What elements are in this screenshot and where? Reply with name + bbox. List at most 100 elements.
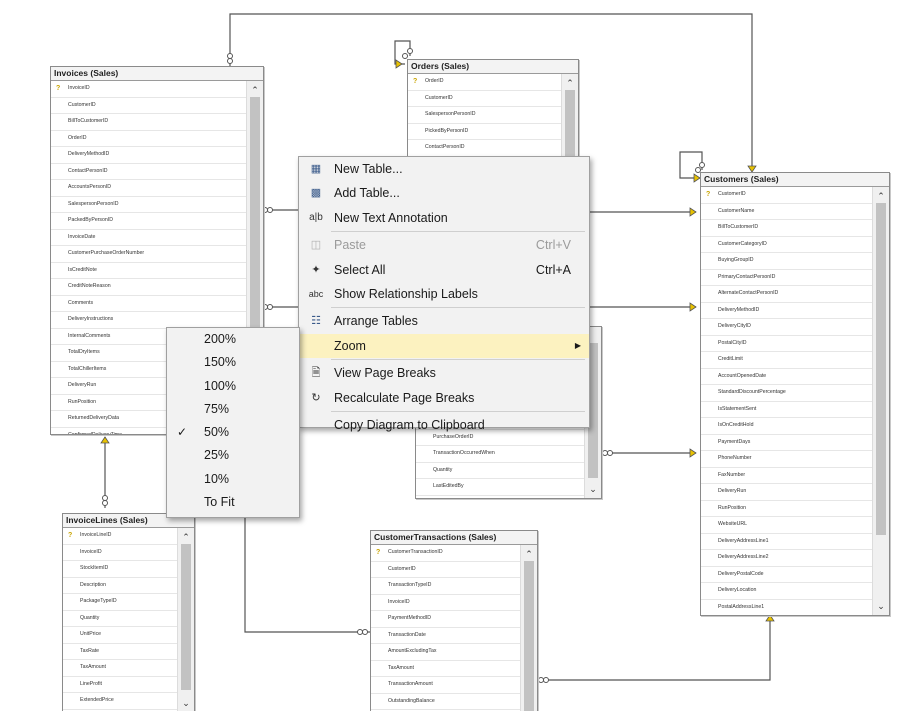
table-row[interactable]: DeliveryPostalCode <box>701 567 873 583</box>
zoom-option[interactable]: 100% <box>167 375 299 398</box>
table-scrollbar[interactable]: ⌃ <box>520 545 537 711</box>
scroll-up-icon[interactable]: ⌃ <box>877 191 885 201</box>
table-row[interactable]: BuyingGroupID <box>701 253 873 270</box>
table-row[interactable]: TotalDryItems <box>51 345 247 362</box>
scroll-thumb[interactable] <box>876 203 886 535</box>
table-row[interactable]: ConfirmedDeliveryTime <box>51 428 247 435</box>
scroll-thumb[interactable] <box>524 561 534 711</box>
table-row[interactable]: DeliveryRun <box>701 484 873 501</box>
table-scrollbar[interactable]: ⌃ ⌄ <box>177 528 194 711</box>
table-row[interactable]: CustomerID <box>371 562 521 578</box>
table-row[interactable]: SalespersonPersonID <box>408 107 562 124</box>
scroll-up-icon[interactable]: ⌃ <box>251 85 259 95</box>
table-row[interactable]: TotalChillerItems <box>51 362 247 378</box>
table-row[interactable]: CreditNoteReason <box>51 279 247 296</box>
table-row[interactable]: OutstandingBalance <box>371 694 521 710</box>
table-row[interactable]: TaxAmount <box>371 661 521 677</box>
table-row[interactable]: DeliveryRun <box>51 378 247 395</box>
table-row[interactable]: DeliveryAddressLine1 <box>701 534 873 550</box>
table-row[interactable]: PostalAddressLine1 <box>701 600 873 616</box>
zoom-submenu[interactable]: 200%150%100%75%✓50%25%10%To Fit <box>166 327 300 518</box>
table-row[interactable]: TransactionAmount <box>371 677 521 694</box>
table-row[interactable]: TransactionOccurredWhen <box>416 446 585 463</box>
table-row[interactable]: ExtendedPrice <box>63 693 178 710</box>
table-row[interactable]: Comments <box>51 296 247 312</box>
scroll-up-icon[interactable]: ⌃ <box>182 532 190 542</box>
table-row[interactable]: IsOnCreditHold <box>701 418 873 435</box>
table-row[interactable]: OrderID <box>51 131 247 147</box>
zoom-option[interactable]: 10% <box>167 468 299 491</box>
table-row[interactable]: InvoiceID <box>63 545 178 561</box>
menu-new-text-annotation[interactable]: a|b New Text Annotation <box>299 206 589 230</box>
menu-add-table[interactable]: ▩ Add Table... <box>299 181 589 205</box>
zoom-option[interactable]: 25% <box>167 444 299 467</box>
scroll-down-icon[interactable]: ⌄ <box>877 601 885 611</box>
table-row[interactable]: DeliveryCityID <box>701 319 873 336</box>
zoom-option[interactable]: 200% <box>167 328 299 351</box>
table-row[interactable]: IsStatementSent <box>701 402 873 418</box>
table-row[interactable]: AccountsPersonID <box>51 180 247 197</box>
table-row[interactable]: CustomerCategoryID <box>701 237 873 253</box>
menu-zoom[interactable]: Zoom ▶ <box>299 333 589 359</box>
table-row[interactable]: SalespersonPersonID <box>51 197 247 213</box>
table-row[interactable]: StandardDiscountPercentage <box>701 385 873 402</box>
menu-recalculate-page-breaks[interactable]: ↻ Recalculate Page Breaks <box>299 386 589 410</box>
zoom-option[interactable]: 150% <box>167 351 299 374</box>
table-row[interactable]: AmountExcludingTax <box>371 644 521 661</box>
table-row[interactable]: BillToCustomerID <box>51 114 247 131</box>
table-row[interactable]: Quantity <box>416 463 585 479</box>
table-row[interactable]: InternalComments <box>51 329 247 345</box>
table-customertransactions[interactable]: CustomerTransactions (Sales) ?CustomerTr… <box>370 530 538 711</box>
table-row[interactable]: BillToCustomerID <box>701 220 873 237</box>
table-row[interactable]: WebsiteURL <box>701 517 873 534</box>
table-row[interactable]: PostalCityID <box>701 336 873 352</box>
table-row[interactable]: LastEditedBy <box>416 479 585 496</box>
table-row[interactable]: AlternateContactPersonID <box>701 286 873 303</box>
table-scrollbar[interactable]: ⌃ <box>561 74 578 156</box>
table-row[interactable]: PickedByPersonID <box>408 124 562 140</box>
table-row[interactable]: CustomerPurchaseOrderNumber <box>51 246 247 263</box>
table-row[interactable]: Quantity <box>63 611 178 627</box>
table-row[interactable]: CustomerName <box>701 204 873 220</box>
table-row[interactable]: PackageTypeID <box>63 594 178 611</box>
table-row[interactable]: CustomerID <box>51 98 247 114</box>
table-row[interactable]: CreditLimit <box>701 352 873 369</box>
table-row[interactable]: DeliveryInstructions <box>51 312 247 329</box>
menu-copy-diagram[interactable]: Copy Diagram to Clipboard <box>334 417 485 432</box>
scroll-up-icon[interactable]: ⌃ <box>525 549 533 559</box>
table-row[interactable]: AccountOpenedDate <box>701 369 873 385</box>
table-row[interactable]: LineProfit <box>63 677 178 693</box>
table-row[interactable]: PaymentMethodID <box>371 611 521 628</box>
table-row[interactable]: TaxRate <box>63 644 178 660</box>
table-row[interactable]: Description <box>63 578 178 594</box>
table-row[interactable]: TransactionTypeID <box>371 578 521 595</box>
scroll-thumb[interactable] <box>565 90 575 156</box>
menu-new-table[interactable]: ▦ New Table... <box>299 157 589 181</box>
table-row[interactable]: DeliveryAddressLine2 <box>701 550 873 567</box>
menu-view-page-breaks[interactable]: 🗎 View Page Breaks <box>299 361 589 385</box>
table-row[interactable]: ?InvoiceID <box>51 81 247 98</box>
zoom-option[interactable]: To Fit <box>167 491 299 514</box>
table-row[interactable]: CustomerID <box>408 91 562 107</box>
scroll-up-icon[interactable]: ⌃ <box>566 78 574 88</box>
menu-paste[interactable]: ◫ Paste Ctrl+V <box>299 233 589 257</box>
table-row[interactable]: PackedByPersonID <box>51 213 247 230</box>
table-row[interactable]: IsCreditNote <box>51 263 247 279</box>
table-row[interactable]: PurchaseOrderID <box>416 430 585 446</box>
table-row[interactable]: TransactionDate <box>371 628 521 644</box>
table-row[interactable]: ?OrderID <box>408 74 562 91</box>
table-row[interactable]: ContactPersonID <box>51 164 247 180</box>
scroll-thumb[interactable] <box>250 97 260 430</box>
table-row[interactable]: DeliveryMethodID <box>701 303 873 319</box>
scroll-down-icon[interactable]: ⌄ <box>589 484 597 494</box>
scroll-down-icon[interactable]: ⌄ <box>182 698 190 708</box>
menu-arrange-tables[interactable]: ☷ Arrange Tables <box>299 309 589 333</box>
table-row[interactable]: UnitPrice <box>63 627 178 644</box>
table-row[interactable]: PrimaryContactPersonID <box>701 270 873 286</box>
context-menu[interactable]: ▦ New Table... ▩ Add Table... a|b New Te… <box>298 156 590 432</box>
table-row[interactable]: RunPosition <box>701 501 873 517</box>
table-row[interactable]: FaxNumber <box>701 468 873 484</box>
table-scrollbar[interactable]: ⌃ ⌄ <box>872 187 889 615</box>
